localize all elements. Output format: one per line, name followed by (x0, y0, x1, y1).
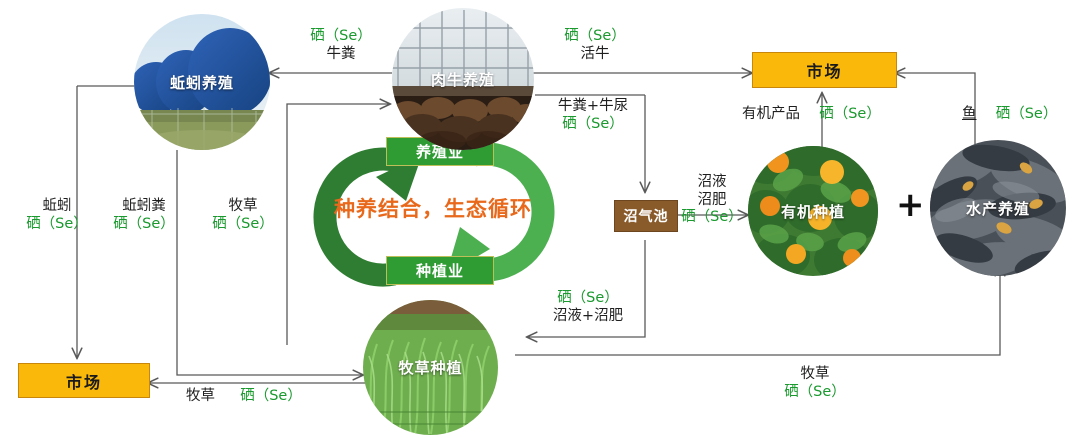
label-cattle-to-biogas: 牛粪+牛尿 硒（Se） (538, 98, 648, 133)
label-earthworm-to-market: 蚯蚓 硒（Se） (10, 198, 104, 233)
label-castings-to-forage: 蚯蚓粪 硒（Se） (97, 198, 191, 233)
item-text: 牧草 (186, 388, 215, 404)
item-text: 牛粪+牛尿 (557, 98, 629, 114)
se-text: 硒（Se） (995, 106, 1058, 122)
se-text: 硒（Se） (26, 215, 88, 232)
market-box-left[interactable]: 市场 (18, 363, 150, 398)
eco-cycle-ring: 养殖业 种植业 种养结合，生态循环 (298, 135, 568, 295)
se-text: 硒（Se） (113, 215, 175, 232)
label-cattle-to-earthworm: 硒（Se） 牛粪 (286, 28, 396, 63)
item-text-2: 沼肥 (697, 191, 727, 208)
se-text: 硒（Se） (784, 383, 846, 400)
label-forage-to-market: 牧草 硒（Se） (186, 388, 302, 406)
forage-planting-photo (363, 300, 498, 435)
label-forage-to-cattle: 牧草 硒（Se） (196, 198, 290, 233)
item-text: 牧草 (228, 198, 258, 214)
se-text: 硒（Se） (562, 115, 624, 132)
node-beef-cattle[interactable]: 肉牛养殖 (392, 8, 534, 150)
item-text: 牧草 (800, 366, 830, 382)
label-forage-to-aquaculture: 牧草 硒（Se） (760, 366, 870, 401)
se-text: 硒（Se） (212, 215, 274, 232)
node-label: 蚯蚓养殖 (169, 73, 234, 92)
node-label: 有机种植 (780, 202, 845, 221)
item-text: 有机产品 (742, 106, 800, 122)
label-organic-to-market: 有机产品 硒（Se） (742, 106, 881, 124)
item-text-1: 沼液 (697, 174, 727, 190)
organic-planting-photo (748, 146, 878, 276)
se-text: 硒（Se） (819, 106, 881, 122)
node-label: 肉牛养殖 (430, 70, 495, 89)
node-earthworm-farm[interactable]: 蚯蚓养殖 (134, 14, 270, 150)
biogas-label: 沼气池 (623, 209, 669, 225)
item-text: 鱼 (962, 106, 977, 122)
se-text: 硒（Se） (681, 209, 743, 226)
label-fish-to-market: 鱼 硒（Se） (962, 106, 1057, 124)
label-cattle-to-market: 硒（Se） 活牛 (540, 28, 650, 63)
market-left-label: 市场 (65, 372, 102, 392)
item-text: 活牛 (580, 45, 610, 62)
plus-sign: + (896, 185, 925, 225)
node-label: 牧草种植 (398, 359, 463, 377)
ring-box-crop-farming[interactable]: 种植业 (386, 256, 494, 285)
market-box-right[interactable]: 市场 (752, 52, 897, 88)
node-biogas-pool[interactable]: 沼气池 (614, 200, 678, 232)
label-biogas-to-forage: 硒（Se） 沼液+沼肥 (530, 290, 646, 325)
market-right-label: 市场 (806, 62, 843, 81)
label-biogas-to-organic: 沼液 沼肥 硒（Se） (676, 174, 748, 227)
node-label: 水产养殖 (965, 199, 1030, 218)
beef-cattle-photo (392, 8, 534, 150)
item-text: 牛粪 (326, 45, 356, 62)
se-text: 硒（Se） (240, 388, 302, 404)
se-text: 硒（Se） (557, 290, 619, 306)
se-text: 硒（Se） (564, 28, 626, 44)
item-text: 蚯蚓粪 (122, 198, 166, 214)
item-text: 蚯蚓 (42, 198, 72, 214)
aquaculture-photo (930, 140, 1066, 276)
se-text: 硒（Se） (310, 28, 372, 44)
item-text: 沼液+沼肥 (552, 307, 624, 324)
earthworm-farm-photo (134, 14, 270, 150)
center-slogan: 种养结合，生态循环 (334, 197, 532, 221)
node-organic-planting[interactable]: 有机种植 (748, 146, 878, 276)
node-forage-planting[interactable]: 牧草种植 (363, 300, 498, 435)
ring-bottom-label: 种植业 (415, 262, 464, 280)
node-aquaculture[interactable]: 水产养殖 (930, 140, 1066, 276)
